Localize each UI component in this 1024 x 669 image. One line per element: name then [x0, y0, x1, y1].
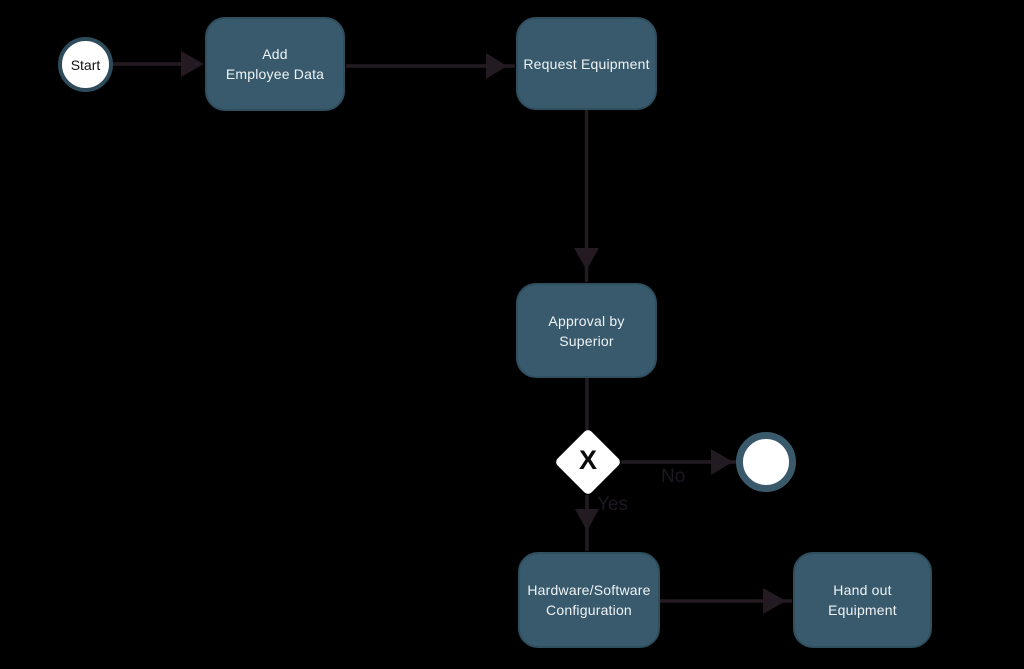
arrowhead-gateway-to-config: [575, 509, 599, 531]
task-hand-out-equipment-label: Hand out Equipment: [828, 582, 897, 618]
arrowhead-request-to-approval: [574, 248, 599, 270]
exclusive-gateway-label: X: [578, 444, 597, 475]
task-add-employee-data-label: Add Employee Data: [225, 46, 325, 82]
task-hand-out-equipment: Hand out Equipment: [793, 552, 932, 648]
task-request-equipment-label: Request Equipment: [523, 55, 650, 72]
end-event: [736, 432, 796, 492]
task-hardware-software-configuration-label: Hardware/Software Configuration: [527, 582, 651, 618]
arrowhead-add-to-request: [486, 53, 507, 79]
task-request-equipment: Request Equipment: [516, 17, 657, 110]
start-event-label: Start: [70, 56, 101, 73]
task-approval-by-superior: Approval by Superior: [516, 283, 657, 378]
task-add-employee-data: Add Employee Data: [205, 17, 345, 111]
task-approval-by-superior-label: Approval by Superior: [548, 312, 625, 349]
edge-label-yes: Yes: [597, 494, 628, 515]
arrowhead-start-to-add: [181, 51, 204, 77]
start-event: Start: [58, 37, 113, 92]
arrowhead-gateway-to-end: [711, 449, 733, 475]
arrowhead-config-to-handout: [763, 588, 786, 614]
task-hardware-software-configuration: Hardware/Software Configuration: [518, 552, 660, 648]
edge-label-no: No: [661, 466, 686, 487]
